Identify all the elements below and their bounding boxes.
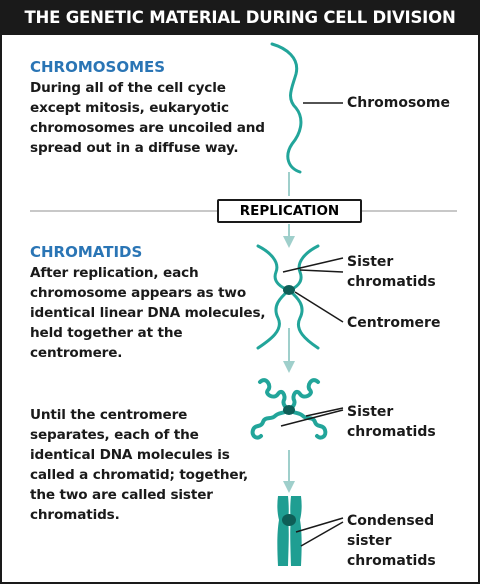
callout-centromere — [294, 291, 344, 323]
chromatids-description: After replication, each chromosome appea… — [30, 265, 266, 361]
chromosomes-heading: CHROMOSOMES — [30, 58, 166, 76]
label-sister-chromatids-1: Sister chromatids — [347, 254, 436, 290]
replication-label: REPLICATION — [217, 199, 362, 223]
coiled-chromatids-shape — [250, 378, 328, 440]
label-sister-chromatids-2: Sister chromatids — [347, 404, 436, 440]
centromere-3 — [282, 514, 296, 526]
label-centromere: Centromere — [347, 315, 441, 331]
sister-chromatids-description: Until the centromere separates, each of … — [30, 407, 249, 523]
callout-condensed-a — [295, 517, 344, 533]
figure-title: THE GENETIC MATERIAL DURING CELL DIVISIO… — [0, 0, 480, 35]
callout-sister-2b — [280, 409, 344, 427]
label-condensed-sister-chromatids: Condensed sister chromatids — [347, 513, 436, 569]
chromatids-heading: CHROMATIDS — [30, 243, 143, 261]
callout-sister-2a — [305, 407, 344, 417]
centromere-2 — [283, 405, 295, 415]
callout-lines — [280, 102, 344, 547]
callout-sister-1b — [299, 269, 344, 273]
chromosome-shape — [270, 42, 303, 174]
centromere-1 — [283, 285, 295, 295]
callout-sister-1a — [282, 257, 344, 273]
chromosomes-description: During all of the cell cycle except mito… — [30, 80, 265, 156]
condensed-chromatids-shape — [277, 496, 302, 566]
callout-condensed-b — [300, 521, 344, 547]
label-chromosome: Chromosome — [347, 95, 451, 111]
